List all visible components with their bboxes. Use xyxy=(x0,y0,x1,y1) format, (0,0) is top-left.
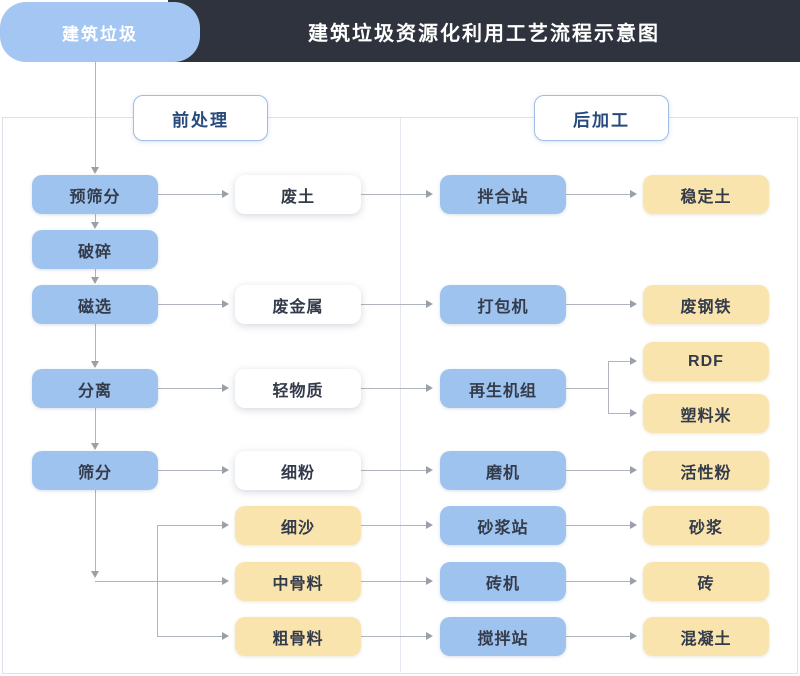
section-badge-pre-label: 前处理 xyxy=(172,110,229,130)
section-badge-post: 后加工 xyxy=(534,95,669,141)
arrowhead-right-icon xyxy=(426,521,433,529)
connector-line xyxy=(95,581,223,582)
node-stabilized-soil: 稳定土 xyxy=(643,175,769,214)
arrowhead-right-icon xyxy=(426,466,433,474)
connector-line xyxy=(566,470,630,471)
connector-line xyxy=(95,324,96,361)
connector-line xyxy=(361,304,427,305)
source-tab-label: 建筑垃圾 xyxy=(62,24,138,44)
arrowhead-right-icon xyxy=(222,384,229,392)
source-tab: 建筑垃圾 xyxy=(0,2,200,62)
arrowhead-right-icon xyxy=(630,521,637,529)
arrowhead-right-icon xyxy=(222,632,229,640)
node-separation: 分离 xyxy=(32,369,158,408)
node-light-material: 轻物质 xyxy=(235,369,361,408)
arrowhead-right-icon xyxy=(630,409,637,417)
node-magnetic-separation: 磁选 xyxy=(32,285,158,324)
arrowhead-right-icon xyxy=(630,300,637,308)
connector-line xyxy=(566,194,630,195)
connector-line xyxy=(157,636,223,637)
node-crushing: 破碎 xyxy=(32,230,158,269)
connector-line xyxy=(361,636,427,637)
node-screening: 筛分 xyxy=(32,451,158,490)
section-badge-pre: 前处理 xyxy=(133,95,268,141)
arrowhead-right-icon xyxy=(222,577,229,585)
connector-line xyxy=(361,581,427,582)
panel-divider xyxy=(400,118,401,672)
connector-line xyxy=(361,194,427,195)
arrowhead-right-icon xyxy=(222,190,229,198)
node-waste-metal: 废金属 xyxy=(235,285,361,324)
connector-line xyxy=(158,388,223,389)
node-pre-screening: 预筛分 xyxy=(32,175,158,214)
connector-line xyxy=(608,413,630,414)
connector-line xyxy=(361,525,427,526)
arrowhead-right-icon xyxy=(630,466,637,474)
node-mortar: 砂浆 xyxy=(643,506,769,545)
arrowhead-right-icon xyxy=(222,466,229,474)
connector-line xyxy=(95,214,96,222)
node-baler: 打包机 xyxy=(440,285,566,324)
node-rdf: RDF xyxy=(643,342,769,381)
connector-line xyxy=(566,304,630,305)
arrowhead-down-icon xyxy=(91,222,99,229)
arrowhead-right-icon xyxy=(426,300,433,308)
arrowhead-right-icon xyxy=(222,300,229,308)
connector-line xyxy=(157,525,223,526)
node-brick-machine: 砖机 xyxy=(440,562,566,601)
connector-line xyxy=(158,470,223,471)
arrowhead-right-icon xyxy=(630,577,637,585)
arrowhead-right-icon xyxy=(222,521,229,529)
arrowhead-down-icon xyxy=(91,443,99,450)
arrowhead-right-icon xyxy=(426,577,433,585)
connector-line xyxy=(608,361,630,362)
node-waste-soil: 废土 xyxy=(235,175,361,214)
arrowhead-right-icon xyxy=(630,357,637,365)
page-title: 建筑垃圾资源化利用工艺流程示意图 xyxy=(308,22,660,45)
node-mill: 磨机 xyxy=(440,451,566,490)
node-scrap-steel: 废钢铁 xyxy=(643,285,769,324)
connector-line xyxy=(95,490,96,571)
node-coarse-aggregate: 粗骨料 xyxy=(235,617,361,656)
arrowhead-down-icon xyxy=(91,361,99,368)
node-fine-powder: 细粉 xyxy=(235,451,361,490)
node-medium-aggregate: 中骨料 xyxy=(235,562,361,601)
flow-panel xyxy=(2,117,798,674)
arrowhead-right-icon xyxy=(630,632,637,640)
node-active-powder: 活性粉 xyxy=(643,451,769,490)
connector-line xyxy=(566,525,630,526)
node-mortar-plant: 砂浆站 xyxy=(440,506,566,545)
arrowhead-right-icon xyxy=(426,190,433,198)
connector-line xyxy=(361,470,427,471)
header-bar: 建筑垃圾资源化利用工艺流程示意图 xyxy=(168,0,800,62)
node-brick: 砖 xyxy=(643,562,769,601)
connector-line xyxy=(95,408,96,443)
section-badge-post-label: 后加工 xyxy=(573,110,630,130)
arrowhead-right-icon xyxy=(426,632,433,640)
node-concrete-mixing-plant: 搅拌站 xyxy=(440,617,566,656)
connector-line xyxy=(566,581,630,582)
node-plastic-pellets: 塑料米 xyxy=(643,394,769,433)
connector-line xyxy=(95,269,96,277)
connector-line xyxy=(566,388,608,389)
arrowhead-right-icon xyxy=(426,384,433,392)
connector-line xyxy=(566,636,630,637)
connector-line xyxy=(608,361,609,414)
arrowhead-down-icon xyxy=(91,571,99,578)
node-fine-sand: 细沙 xyxy=(235,506,361,545)
node-concrete: 混凝土 xyxy=(643,617,769,656)
connector-line xyxy=(361,388,427,389)
arrowhead-down-icon xyxy=(91,167,99,174)
connector-line xyxy=(158,194,223,195)
arrowhead-right-icon xyxy=(630,190,637,198)
connector-line xyxy=(95,62,96,167)
node-regeneration-unit: 再生机组 xyxy=(440,369,566,408)
arrowhead-down-icon xyxy=(91,277,99,284)
connector-line xyxy=(158,304,223,305)
connector-line xyxy=(157,525,158,637)
node-mixing-plant: 拌合站 xyxy=(440,175,566,214)
